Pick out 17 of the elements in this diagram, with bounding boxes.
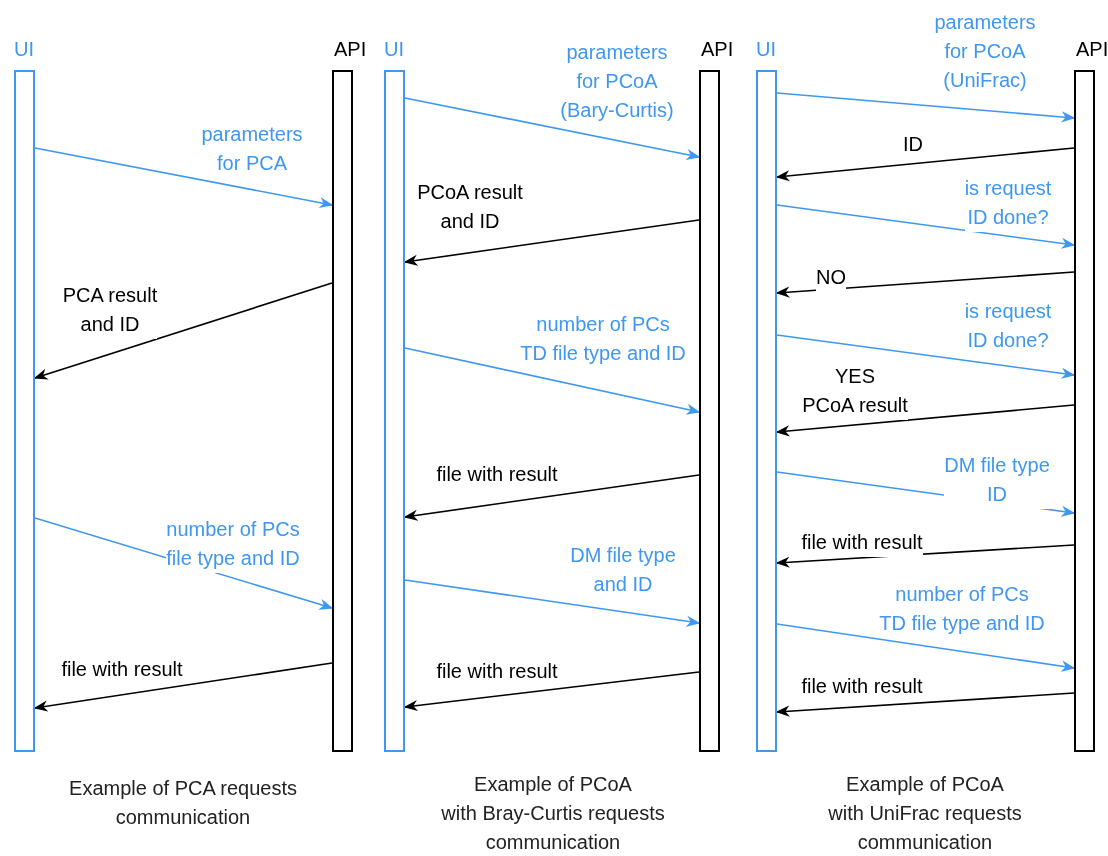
lifeline-label: UI [384, 38, 404, 61]
lifeline-label: UI [14, 38, 34, 61]
lifeline-label: UI [756, 38, 776, 61]
arrow [404, 347, 701, 415]
arrow [776, 92, 1076, 123]
lifeline-label: API [334, 38, 367, 61]
arrow [404, 579, 701, 627]
arrow [776, 204, 1076, 249]
arrow [776, 623, 1076, 672]
arrow [34, 147, 334, 209]
arrow [404, 97, 701, 160]
caption: Example of PCoA with UniFrac requests communication [827, 772, 1023, 855]
arrow [776, 334, 1076, 379]
caption: Example of PCA requests communication [68, 776, 298, 830]
caption: Example of PCoA with Bray-Curtis requests communication [440, 772, 666, 855]
lifeline-label: API [701, 38, 734, 61]
lifeline-label: API [1076, 38, 1108, 61]
